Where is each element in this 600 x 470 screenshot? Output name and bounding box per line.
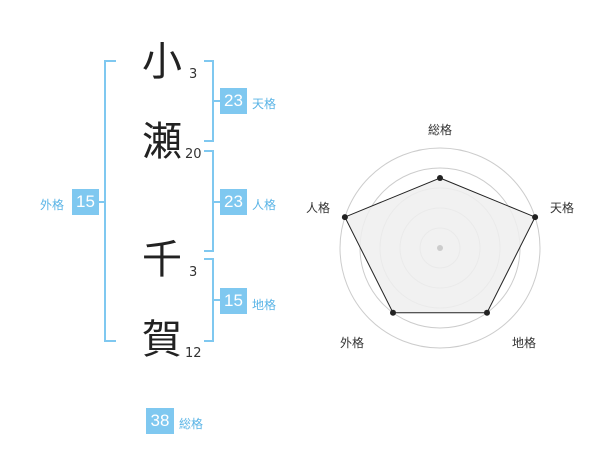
tenkaku-label: 天格 [252, 97, 277, 111]
radar-point-right [532, 214, 539, 221]
gaikaku-value: 15 [72, 189, 99, 215]
tenkaku-value: 23 [220, 88, 247, 114]
radar-points [341, 175, 539, 316]
radar-label-tenkaku: 天格 [550, 200, 574, 215]
stroke-count-2: 20 [185, 147, 202, 162]
jinkaku-connector [214, 201, 220, 203]
stroke-count-4: 12 [185, 346, 202, 361]
radar-label-soukaku: 総格 [428, 122, 452, 137]
name-char-2: 瀬 [142, 119, 182, 165]
radar-ring [339, 147, 541, 349]
jinkaku-value: 23 [220, 189, 247, 215]
radar-point-bottom_left [390, 309, 396, 316]
tenkaku-bracket [204, 60, 214, 142]
name-char-4: 賀 [142, 317, 182, 363]
radar-chart: 総格 天格 地格 外格 人格 [306, 122, 574, 350]
gaikaku-label: 外格 [40, 198, 65, 212]
tenkaku-connector [214, 100, 220, 102]
gaikaku-bracket [104, 60, 116, 342]
stroke-count-1: 3 [189, 67, 198, 82]
jinkaku-label: 人格 [252, 198, 277, 212]
radar-label-chikaku: 地格 [512, 335, 536, 350]
chikaku-bracket [204, 258, 214, 342]
jinkaku-bracket [204, 150, 214, 252]
radar-point-top [437, 175, 443, 181]
gaikaku-connector [98, 201, 104, 203]
radar-label-gaikaku: 外格 [340, 335, 364, 350]
radar-center-dot [437, 245, 443, 251]
radar-label-jinkaku: 人格 [306, 200, 330, 215]
name-char-3: 千 [142, 237, 182, 283]
chikaku-connector [214, 299, 220, 301]
radar-point-left [341, 214, 348, 221]
soukaku-label: 総格 [179, 417, 204, 431]
soukaku-value: 38 [146, 408, 174, 434]
chikaku-label: 地格 [252, 298, 277, 312]
stroke-count-3: 3 [189, 265, 198, 280]
radar-point-bottom_right [484, 309, 490, 316]
name-char-1: 小 [142, 39, 182, 85]
chikaku-value: 15 [220, 288, 247, 314]
